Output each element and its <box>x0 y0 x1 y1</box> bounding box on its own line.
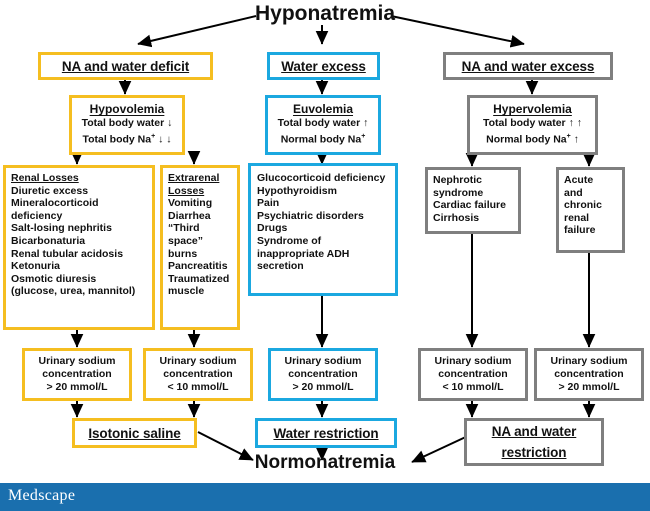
hypervolemia-line-2: Normal body Na+ ↑ <box>486 133 579 146</box>
cause-item: Ketonuria <box>11 260 61 273</box>
category-label-water-excess: Water excess <box>281 58 366 74</box>
cause-item: Osmotic diuresis <box>11 272 97 285</box>
treatment-label-na-water-restriction-line2: restriction <box>501 445 567 460</box>
cause-item: Cardiac failure <box>433 199 506 212</box>
urine-line-2: concentration <box>42 368 112 381</box>
causes-box-nephrotic-cardiac-cirrhosis[interactable]: Nephrotic syndrome Cardiac failure Cirrh… <box>425 167 521 234</box>
causes-box-euvolemic[interactable]: Glucocorticoid deficiency Hypothyroidism… <box>248 163 398 296</box>
euvolemia-line-2: Normal body Na+ <box>280 133 366 146</box>
cause-item: burns <box>168 247 198 260</box>
extrarenal-losses-heading-line2: Losses <box>168 184 205 197</box>
urinary-sodium-box-deficit-renal[interactable]: Urinary sodium concentration > 20 mmol/L <box>22 348 132 401</box>
cause-item: muscle <box>168 285 205 298</box>
urine-line-2: concentration <box>288 368 358 381</box>
cause-item: deficiency <box>11 209 63 222</box>
urinary-sodium-box-hypervolemia-right[interactable]: Urinary sodium concentration > 20 mmol/L <box>534 348 644 401</box>
category-box-na-water-excess[interactable]: NA and water excess <box>443 52 613 80</box>
cause-item: Glucocorticoid deficiency <box>257 172 386 184</box>
cause-item: syndrome <box>433 186 484 199</box>
causes-box-renal-losses[interactable]: Renal Losses Diuretic excess Mineralocor… <box>3 165 155 330</box>
treatment-label-isotonic-saline: Isotonic saline <box>88 425 181 441</box>
extrarenal-losses-heading-line1: Extrarenal <box>168 172 220 184</box>
cause-item: chronic <box>564 199 602 212</box>
urine-line-1: Urinary sodium <box>284 355 362 368</box>
cause-item: Drugs <box>257 222 288 235</box>
urine-line-2: concentration <box>438 368 508 381</box>
euvolemia-line-1: Total body water ↑ <box>277 117 369 130</box>
euvolemia-title: Euvolemia <box>292 102 354 117</box>
page-title: Hyponatremia <box>254 2 396 25</box>
urinary-sodium-box-hypervolemia-left[interactable]: Urinary sodium concentration < 10 mmol/L <box>418 348 528 401</box>
urine-line-1: Urinary sodium <box>38 355 116 368</box>
causes-box-acute-chronic-renal-failure[interactable]: Acute and chronic renal failure <box>556 167 625 253</box>
urine-line-2: concentration <box>163 368 233 381</box>
footer-divider <box>0 479 650 481</box>
cause-item: failure <box>564 224 596 237</box>
treatment-box-water-restriction[interactable]: Water restriction <box>255 418 397 448</box>
cause-item: “Third <box>168 222 200 235</box>
urine-line-3: > 20 mmol/L <box>558 380 620 393</box>
cause-item: renal <box>564 211 590 224</box>
cause-item: secretion <box>257 260 304 273</box>
urine-line-3: > 20 mmol/L <box>292 380 354 393</box>
hypervolemia-line-1: Total body water ↑ ↑ <box>483 117 582 130</box>
cause-item: space” <box>168 234 204 247</box>
urine-line-3: < 10 mmol/L <box>167 380 229 393</box>
category-box-na-water-deficit[interactable]: NA and water deficit <box>38 52 213 80</box>
treatment-label-na-water-restriction-line1: NA and water <box>491 424 577 439</box>
cause-item: Renal tubular acidosis <box>11 247 124 260</box>
category-label-deficit: NA and water deficit <box>61 58 190 74</box>
urinary-sodium-box-deficit-extrarenal[interactable]: Urinary sodium concentration < 10 mmol/L <box>143 348 253 401</box>
hypovolemia-title: Hypovolemia <box>89 102 165 117</box>
causes-box-extrarenal-losses[interactable]: Extrarenal Losses Vomiting Diarrhea “Thi… <box>160 165 240 330</box>
cause-item: Acute <box>564 174 594 186</box>
cause-item: and <box>564 186 583 199</box>
treatment-box-na-water-restriction[interactable]: NA and water restriction <box>464 418 604 466</box>
urine-line-1: Urinary sodium <box>434 355 512 368</box>
cause-item: (glucose, urea, mannitol) <box>11 285 136 298</box>
treatment-box-isotonic-saline[interactable]: Isotonic saline <box>72 418 197 448</box>
cause-item: Cirrhosis <box>433 211 480 224</box>
cause-item: Diarrhea <box>168 209 211 222</box>
hypovolemia-line-1: Total body water ↓ <box>81 117 173 130</box>
urine-line-1: Urinary sodium <box>159 355 237 368</box>
hypervolemia-title: Hypervolemia <box>493 102 572 117</box>
cause-item: Psychiatric disorders <box>257 209 364 222</box>
urinary-sodium-box-euvolemia[interactable]: Urinary sodium concentration > 20 mmol/L <box>268 348 378 401</box>
volume-status-box-hypovolemia[interactable]: Hypovolemia Total body water ↓ Total bod… <box>69 95 185 155</box>
cause-item: Pancreatitis <box>168 260 228 273</box>
volume-status-box-hypervolemia[interactable]: Hypervolemia Total body water ↑ ↑ Normal… <box>467 95 598 155</box>
volume-status-box-euvolemia[interactable]: Euvolemia Total body water ↑ Normal body… <box>265 95 381 155</box>
cause-item: inappropriate ADH <box>257 247 350 260</box>
cause-item: Mineralocorticoid <box>11 197 99 210</box>
cause-item: Diuretic excess <box>11 184 89 197</box>
cause-item: Vomiting <box>168 197 213 210</box>
cause-item: Bicarbonaturia <box>11 234 86 247</box>
renal-losses-heading: Renal Losses <box>11 172 79 184</box>
medscape-logo: Medscape <box>8 487 76 504</box>
outcome-label: Normonatremia <box>254 452 396 473</box>
urine-line-1: Urinary sodium <box>550 355 628 368</box>
footer-bar: Medscape <box>0 483 650 511</box>
category-box-water-excess[interactable]: Water excess <box>267 52 380 80</box>
cause-item: Hypothyroidism <box>257 184 337 197</box>
cause-item: Salt-losing nephritis <box>11 222 112 235</box>
category-label-na-water-excess: NA and water excess <box>461 58 595 74</box>
urine-line-3: > 20 mmol/L <box>46 380 108 393</box>
cause-item: Traumatized <box>168 272 230 285</box>
hypovolemia-line-2: Total body Na+ ↓ ↓ <box>82 133 172 146</box>
cause-item: Syndrome of <box>257 234 322 247</box>
urine-line-2: concentration <box>554 368 624 381</box>
cause-item: Pain <box>257 197 280 210</box>
cause-item: Nephrotic <box>433 174 483 186</box>
treatment-label-water-restriction: Water restriction <box>273 425 379 441</box>
urine-line-3: < 10 mmol/L <box>442 380 504 393</box>
